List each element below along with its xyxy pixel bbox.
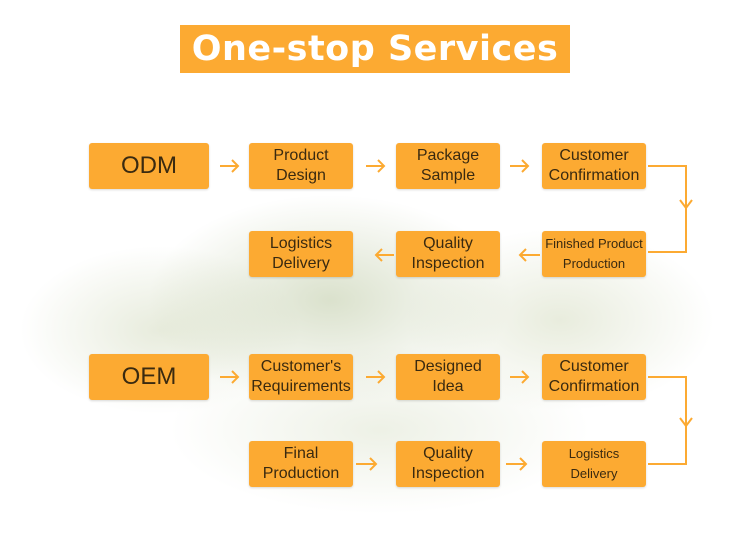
page-title: One-stop Services [180,25,570,73]
step-line2: Confirmation [548,167,640,184]
step-line1: Logistics [269,235,333,252]
step-line1: Logistics [568,446,620,461]
step-line2: Production [562,256,626,271]
step-line1: Finished Product [545,236,643,251]
step-line1: Customer [559,358,629,375]
oem-label: OEM [121,363,177,390]
step-line1: Customer [559,147,629,164]
step-line1: Product [273,147,329,164]
step-line2: Delivery [570,466,618,481]
step-line1: Customer's [260,358,342,375]
step-line2: Production [262,465,340,482]
step-line2: Design [276,167,326,184]
step-line1: Quality [423,235,473,252]
odm-label: ODM [121,152,177,179]
step-line2: Inspection [411,255,485,272]
step-line1: Designed [414,358,482,375]
step-line1: Quality [423,445,473,462]
step-line2: Confirmation [548,378,640,395]
step-line2: Inspection [411,465,485,482]
step-line2: Requirements [251,378,351,395]
odm-label-box: ODM [89,143,209,189]
step-line2: Idea [432,378,464,395]
oem-label-box: OEM [89,354,209,400]
step-line2: Delivery [272,255,330,272]
step-line2: Sample [420,167,476,184]
step-line1: Final [283,445,319,462]
step-line1: Package [416,147,480,164]
